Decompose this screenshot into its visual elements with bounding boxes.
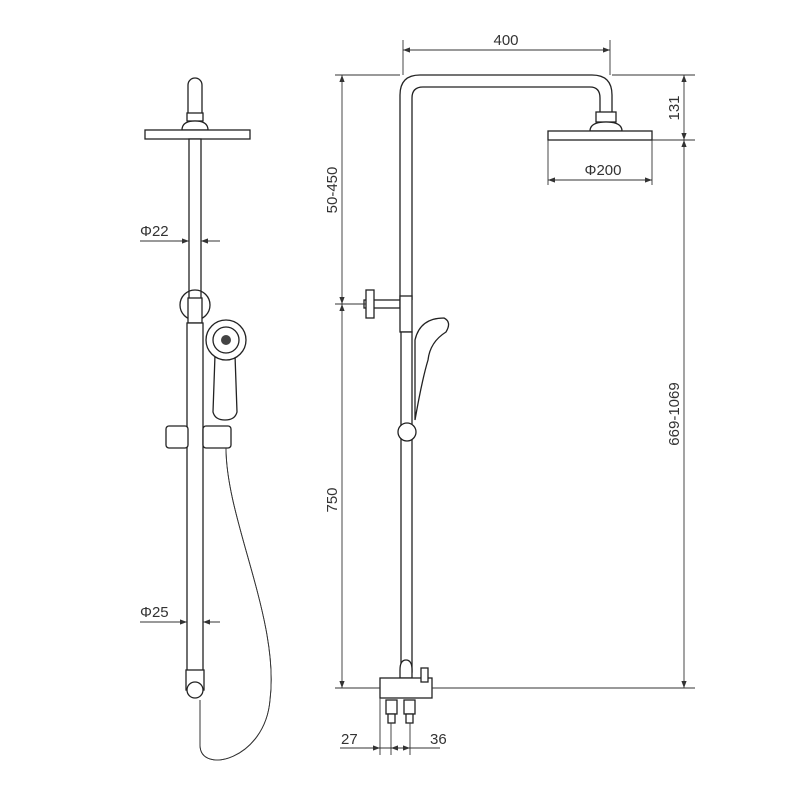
dim-phi200: Φ200 [585,162,622,179]
head-swivel-side [589,121,623,132]
spray-ring [212,326,240,354]
inlet-right-nut [403,699,416,715]
shower-head-side [547,130,653,141]
slider-left [165,425,189,449]
inlet-left-thread [387,713,396,724]
head-connector [186,112,204,122]
shower-head [144,129,251,140]
lower-pipe [186,322,204,691]
side-view: 400 131 669-1069 Φ200 50-450 750 27 36 [324,32,695,755]
front-view: Φ22 Φ25 [140,77,272,761]
head-swivel [181,120,209,131]
inlet-left-nut [385,699,398,715]
hand-shower-handle [212,354,238,421]
dim-50-450: 50-450 [324,167,341,214]
upper-pipe [188,138,202,300]
diverter-knob [420,667,429,683]
dim-36: 36 [430,731,447,748]
shower-arm [399,74,613,300]
hose-inner [199,447,272,761]
head-connector-side [595,111,617,123]
slider-right [202,425,232,449]
dim-400: 400 [493,32,518,49]
lower-pipe-side [400,331,413,673]
pipe-joint [187,297,203,324]
hose-connector [186,681,204,699]
dim-phi25: Φ25 [140,604,169,621]
spray-center [221,335,231,345]
dim-131: 131 [666,95,683,120]
slider-side [397,422,417,442]
dim-phi22: Φ22 [140,223,169,240]
inlet-right-thread [405,713,414,724]
wall-plate [365,289,375,319]
bracket-joint [399,295,413,333]
dim-669-1069: 669-1069 [666,382,683,445]
mixer-elbow [399,659,413,679]
top-arm [187,77,203,116]
dim-27: 27 [341,731,358,748]
dim-750: 750 [324,487,341,512]
hand-shower-side [414,317,450,421]
